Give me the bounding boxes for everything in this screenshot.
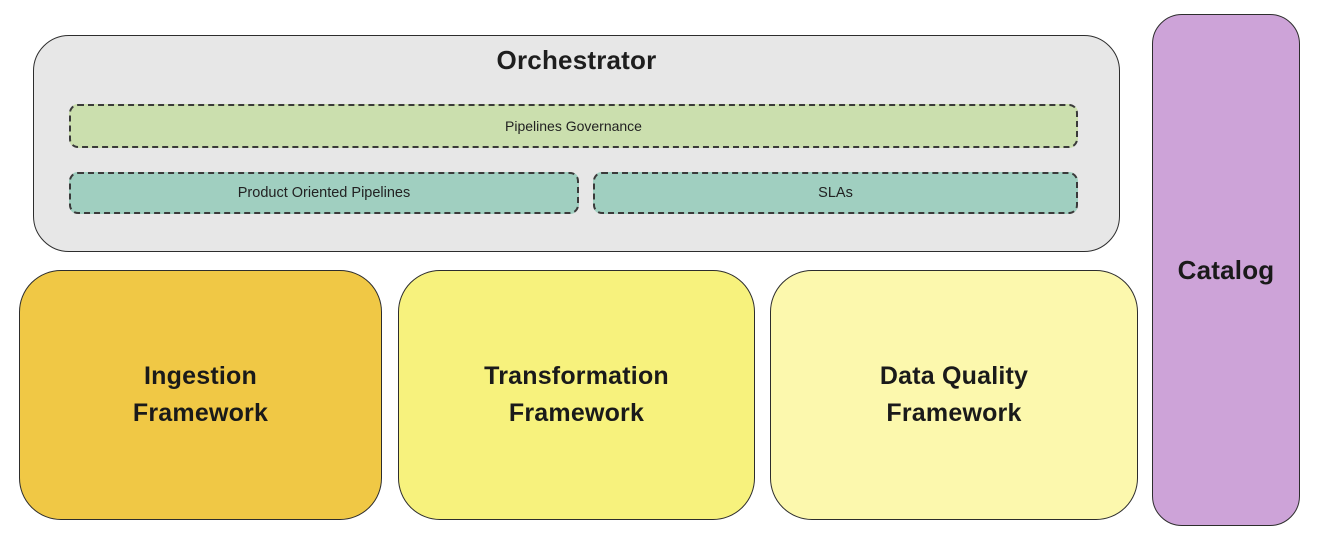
- transformation-framework-label: Transformation Framework: [484, 362, 669, 427]
- catalog-box: Catalog: [1152, 14, 1300, 526]
- ingestion-framework-box: Ingestion Framework: [19, 270, 382, 520]
- pipelines-governance-label: Pipelines Governance: [505, 118, 642, 134]
- product-oriented-pipelines-box: Product Oriented Pipelines: [69, 172, 579, 214]
- orchestrator-title: Orchestrator: [496, 45, 657, 75]
- slas-label: SLAs: [818, 185, 853, 201]
- pipelines-governance-box: Pipelines Governance: [69, 104, 1078, 148]
- data-quality-framework-label: Data Quality Framework: [879, 362, 1029, 427]
- data-quality-framework-box: Data Quality Framework: [770, 270, 1138, 520]
- transformation-framework-box: Transformation Framework: [398, 270, 755, 520]
- ingestion-framework-label: Ingestion Framework: [132, 362, 269, 427]
- orchestrator-box: Orchestrator Pipelines Governance Produc…: [33, 35, 1120, 252]
- slas-box: SLAs: [593, 172, 1078, 214]
- catalog-label: Catalog: [1177, 254, 1275, 285]
- product-oriented-pipelines-label: Product Oriented Pipelines: [237, 185, 411, 201]
